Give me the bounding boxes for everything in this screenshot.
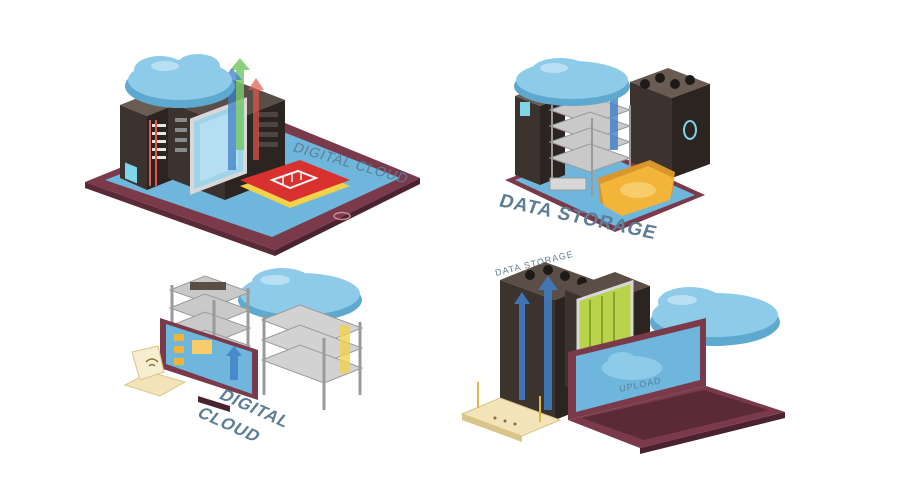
cloud-icon — [125, 54, 235, 108]
cloud-icon-laptop — [650, 287, 780, 346]
upload-arrow-storage — [604, 68, 624, 150]
folder-icon — [598, 160, 675, 216]
scene-data-storage: DATA STORAGE — [496, 58, 710, 244]
server-tower-storage-right — [630, 82, 672, 178]
scene-digital-cloud-tablet: DIGITAL CLOUD — [85, 54, 420, 256]
memory-card-icon — [240, 160, 350, 208]
cloud-screen-icon — [602, 352, 662, 380]
router-icon-laptop — [460, 382, 562, 442]
monitor-icon — [160, 318, 258, 412]
upload-arrows-tall — [514, 276, 558, 410]
server-rack-right — [260, 304, 364, 410]
server-tower-storage-left — [515, 96, 540, 185]
scene-data-storage-laptop: UPLOAD DATA STORAGE — [460, 249, 785, 454]
router-icon — [123, 345, 187, 397]
laptop-icon: UPLOAD — [568, 318, 785, 454]
cloud-icon-storage — [514, 58, 630, 106]
upload-arrows — [222, 58, 264, 170]
scene-digital-cloud-racks: DIGITAL CLOUD — [123, 268, 364, 446]
tablet-home-button — [333, 211, 351, 221]
cloud-icon-racks — [238, 268, 362, 322]
server-tower-tall — [500, 280, 555, 420]
